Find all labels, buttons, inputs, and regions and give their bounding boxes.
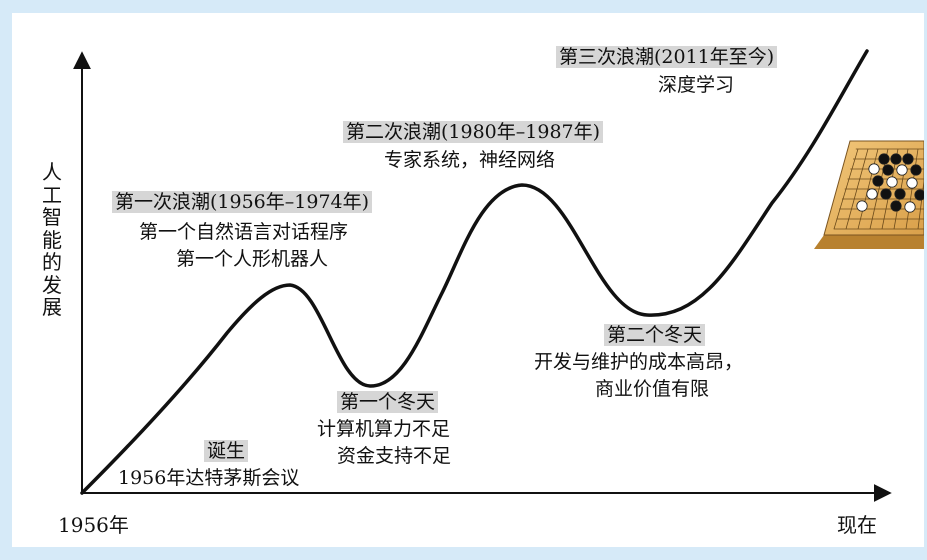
go-board-icon bbox=[814, 140, 924, 249]
black-stone bbox=[890, 153, 902, 165]
white-stone bbox=[904, 201, 916, 213]
winter1-desc-2: 资金支持不足 bbox=[337, 445, 452, 467]
diagram-canvas bbox=[73, 49, 924, 502]
black-stone bbox=[878, 153, 890, 165]
winter2-desc-2: 商业价值有限 bbox=[595, 378, 710, 400]
wave1-title: 第一次浪潮(1956年–1974年) bbox=[112, 190, 373, 214]
black-stone bbox=[882, 164, 894, 176]
black-stone bbox=[910, 164, 922, 176]
x-axis-start-label: 1956年 bbox=[58, 513, 129, 537]
white-stone bbox=[868, 163, 880, 175]
wave2-desc: 专家系统，神经网络 bbox=[384, 149, 556, 171]
y-axis-label: 人工智能的发展 bbox=[42, 160, 62, 319]
white-stone bbox=[866, 188, 878, 200]
wave3-desc: 深度学习 bbox=[658, 74, 735, 96]
birth-desc: 1956年达特茅斯会议 bbox=[118, 467, 300, 489]
diagram-panel: 人工智能的发展 1956年 现在 诞生 1956年达特茅斯会议 第一次浪潮(19… bbox=[12, 13, 924, 547]
x-axis-end-label: 现在 bbox=[837, 513, 877, 537]
winter2-desc-1: 开发与维护的成本高昂， bbox=[534, 351, 744, 373]
black-stone bbox=[890, 200, 902, 212]
black-stone bbox=[894, 188, 906, 200]
black-stone bbox=[872, 175, 884, 187]
white-stone bbox=[896, 164, 908, 176]
development-curve bbox=[80, 49, 869, 495]
birth-title: 诞生 bbox=[204, 439, 249, 463]
black-stone bbox=[914, 189, 924, 201]
black-stone bbox=[902, 153, 914, 165]
black-stone bbox=[880, 188, 892, 200]
winter1-desc-1: 计算机算力不足 bbox=[317, 418, 451, 440]
wave1-desc-1: 第一个自然语言对话程序 bbox=[139, 221, 349, 243]
white-stone bbox=[856, 200, 868, 212]
wave3-title: 第三次浪潮(2011年至今) bbox=[556, 45, 778, 69]
wave1-desc-2: 第一个人形机器人 bbox=[176, 248, 329, 270]
wave2-title: 第二次浪潮(1980年–1987年) bbox=[343, 120, 604, 144]
winter1-title: 第一个冬天 bbox=[337, 390, 439, 414]
white-stone bbox=[906, 177, 918, 189]
white-stone bbox=[886, 176, 898, 188]
winter2-title: 第二个冬天 bbox=[604, 323, 706, 347]
